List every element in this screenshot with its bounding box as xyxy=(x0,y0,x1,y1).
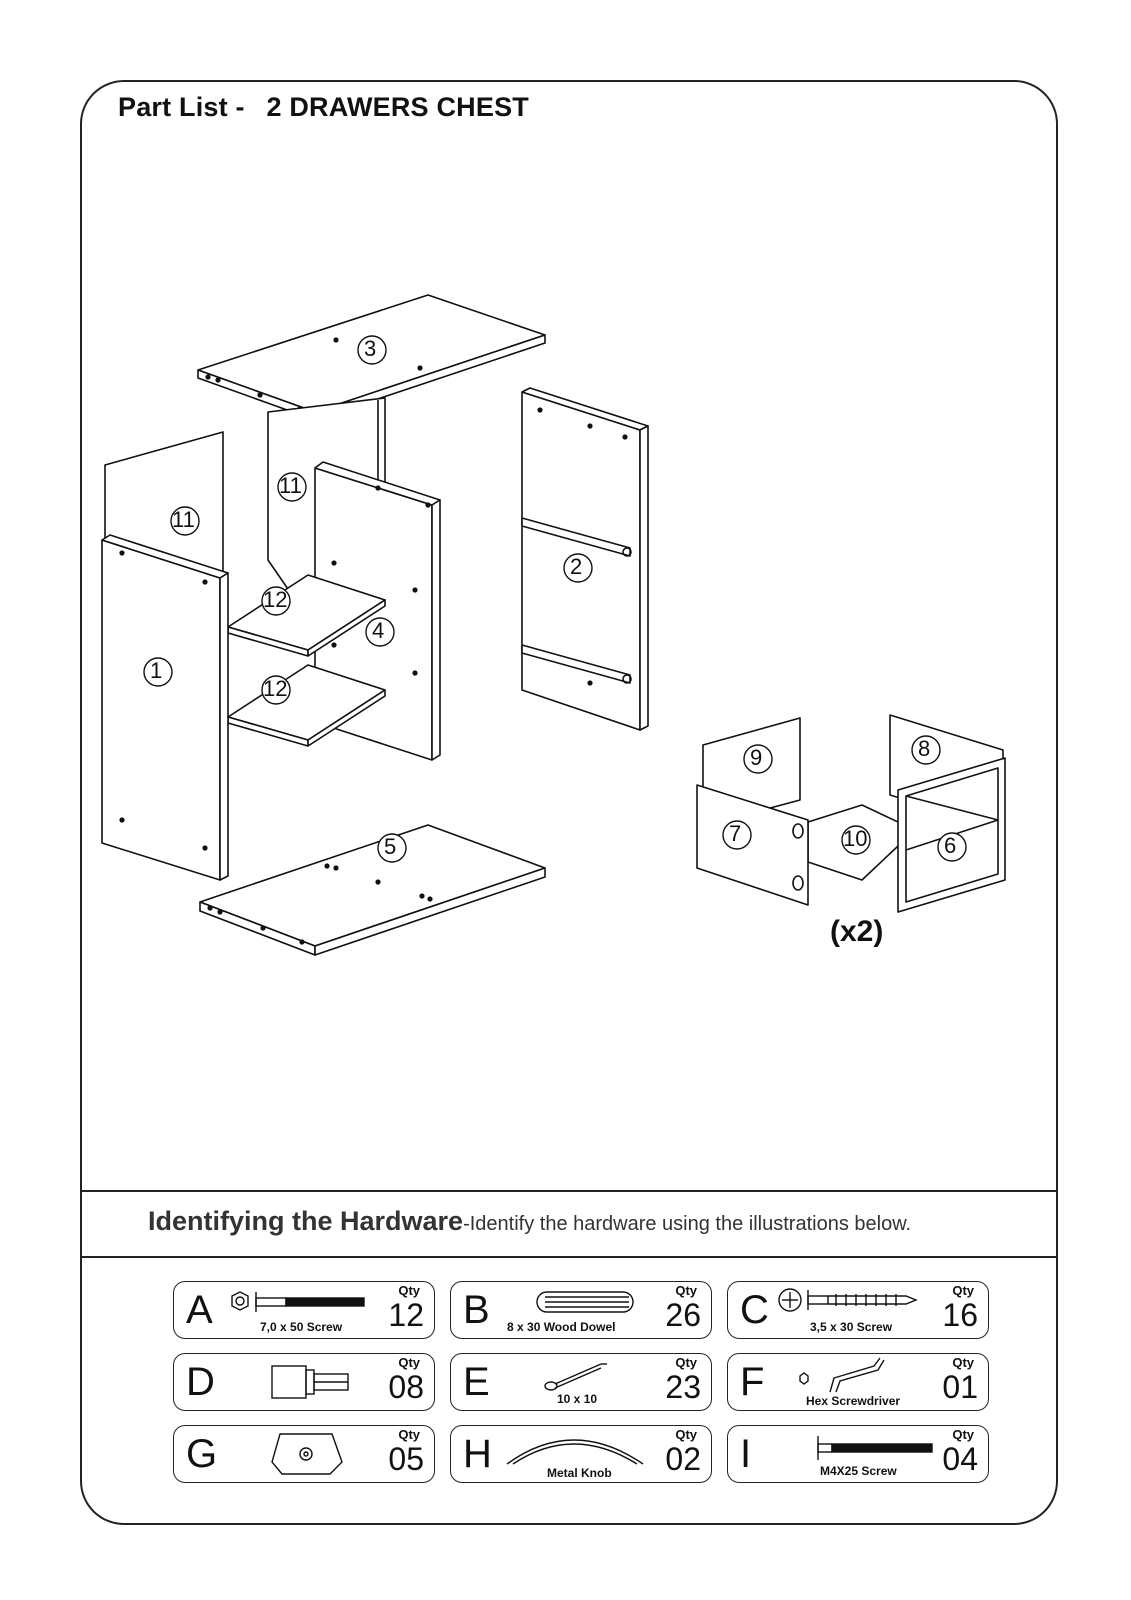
hardware-letter: I xyxy=(740,1432,752,1476)
hardware-name: 3,5 x 30 Screw xyxy=(810,1320,893,1334)
page-title: Part List - 2 DRAWERS CHEST xyxy=(118,92,529,123)
hardware-qty: 04 xyxy=(942,1441,978,1477)
qty-label: Qty xyxy=(398,1283,420,1298)
drawer-stop-icon xyxy=(271,1365,349,1399)
shelf-upper xyxy=(227,574,386,657)
hardware-qty: 01 xyxy=(942,1369,978,1405)
drawer-side-7 xyxy=(696,784,809,906)
hardware-letter: F xyxy=(740,1360,765,1404)
arch-handle-icon xyxy=(506,1439,644,1465)
furniture-glide-icon xyxy=(271,1433,343,1475)
phillips-screw-icon xyxy=(778,1288,918,1312)
hardware-letter: B xyxy=(463,1288,490,1332)
hardware-letter: D xyxy=(186,1360,215,1404)
hardware-letter: C xyxy=(740,1288,769,1332)
panel-side-left xyxy=(101,534,229,881)
hardware-qty: 12 xyxy=(388,1297,424,1333)
hardware-item-i: I M4X25 Screw Qty 04 xyxy=(727,1425,989,1483)
hardware-qty: 26 xyxy=(665,1297,701,1333)
title-prefix: Part List - xyxy=(118,92,245,122)
qty-label: Qty xyxy=(675,1427,697,1442)
hardware-qty: 08 xyxy=(388,1369,424,1405)
hardware-heading: Identifying the Hardware-Identify the ha… xyxy=(148,1206,911,1237)
hardware-qty: 02 xyxy=(665,1441,701,1477)
hardware-item-d: D Qty 08 xyxy=(173,1353,435,1411)
section-divider-bottom xyxy=(82,1256,1056,1258)
qty-label: Qty xyxy=(398,1427,420,1442)
hardware-name: Hex Screwdriver xyxy=(806,1394,901,1408)
hardware-letter: E xyxy=(463,1360,490,1404)
page-frame xyxy=(80,80,1058,1525)
hardware-item-g: G Qty 05 xyxy=(173,1425,435,1483)
hardware-letter: A xyxy=(186,1288,213,1332)
hardware-name: Metal Knob xyxy=(547,1466,612,1480)
hardware-qty: 23 xyxy=(665,1369,701,1405)
section-divider-top xyxy=(82,1190,1056,1192)
shelf-lower xyxy=(227,664,386,747)
hardware-qty: 16 xyxy=(942,1297,978,1333)
hardware-heading-title: Identifying the Hardware xyxy=(148,1206,464,1236)
wood-dowel-icon xyxy=(536,1291,634,1313)
hardware-name: M4X25 Screw xyxy=(820,1464,897,1478)
hardware-heading-description: -Identify the hardware using the illustr… xyxy=(463,1213,912,1235)
qty-label: Qty xyxy=(398,1355,420,1370)
panel-bottom xyxy=(199,824,546,956)
hardware-name: 8 x 30 Wood Dowel xyxy=(507,1320,616,1334)
qty-label: Qty xyxy=(952,1355,974,1370)
hardware-letter: G xyxy=(186,1432,218,1476)
hardware-item-e: E 10 x 10 Qty 23 xyxy=(450,1353,712,1411)
hardware-item-b: B 8 x 30 Wood Dowel Qty 26 xyxy=(450,1281,712,1339)
hardware-item-c: C 3,5 x 30 Screw Qty 16 xyxy=(727,1281,989,1339)
qty-label: Qty xyxy=(952,1427,974,1442)
qty-label: Qty xyxy=(675,1355,697,1370)
hardware-letter: H xyxy=(463,1432,492,1476)
qty-label: Qty xyxy=(952,1283,974,1298)
title-product: 2 DRAWERS CHEST xyxy=(266,92,529,122)
confirmat-screw-icon xyxy=(231,1291,365,1312)
hardware-item-h: H Metal Knob Qty 02 xyxy=(450,1425,712,1483)
hardware-qty: 05 xyxy=(388,1441,424,1477)
hardware-name: 7,0 x 50 Screw xyxy=(260,1320,343,1334)
qty-label: Qty xyxy=(675,1283,697,1298)
hardware-item-f: F Hex Screwdriver Qty 01 xyxy=(727,1353,989,1411)
hardware-item-a: A 7,0 x 50 Screw Qty 12 xyxy=(173,1281,435,1339)
hex-key-icon xyxy=(799,1357,885,1393)
nail-icon xyxy=(544,1363,607,1391)
hardware-name: 10 x 10 xyxy=(557,1392,598,1406)
machine-screw-icon xyxy=(817,1436,933,1460)
